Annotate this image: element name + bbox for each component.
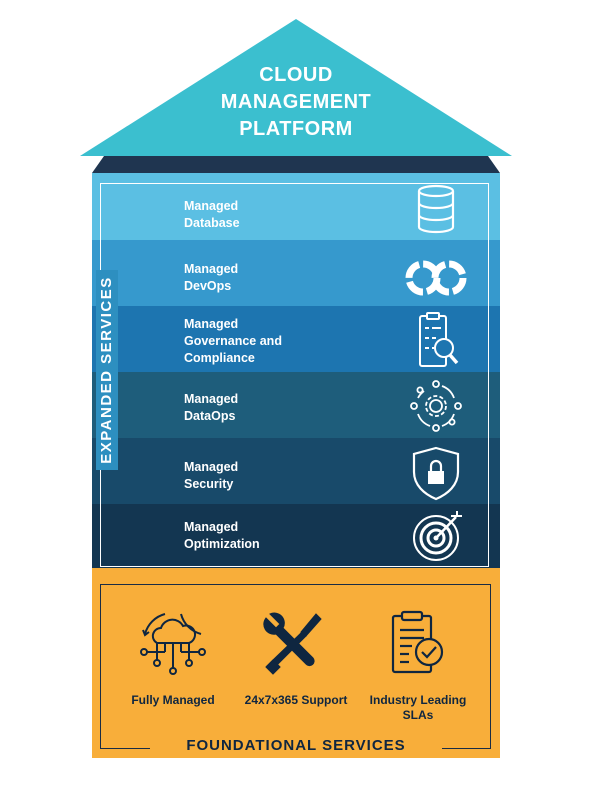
foundational-item-support: 24x7x365 Support: [228, 693, 364, 708]
band-managed-dataops: Managed DataOps: [92, 372, 500, 438]
cloud-network-icon: [140, 613, 206, 675]
band-managed-governance: Managed Governance and Compliance: [92, 306, 500, 372]
band-managed-database: Managed Database: [92, 173, 500, 240]
shield-lock-icon: [412, 446, 460, 501]
foundational-item-label: Industry Leading: [369, 693, 467, 707]
band-managed-devops: Managed DevOps: [92, 240, 500, 306]
band-label-line: Governance and: [184, 334, 282, 348]
band-label-line: Managed: [184, 520, 239, 534]
roof-triangle: [80, 19, 512, 156]
gear-cycle-icon: [410, 380, 462, 432]
band-label-line: Security: [184, 477, 234, 491]
wrench-screwdriver-icon: [263, 612, 322, 675]
band-label: Managed Security: [184, 459, 238, 493]
roof: [80, 19, 512, 173]
band-label: Managed Governance and Compliance: [184, 316, 282, 367]
band-label: Managed DevOps: [184, 261, 238, 295]
band-label-line: Database: [184, 216, 240, 230]
band-label-line: DataOps: [184, 409, 236, 423]
target-icon: [413, 511, 462, 561]
roof-title-line: MANAGEMENT: [220, 91, 372, 113]
foundational-item-fully-managed: Fully Managed: [113, 693, 233, 708]
roof-title-line: CLOUD: [259, 64, 333, 86]
band-label: Managed Database: [184, 198, 240, 232]
clipboard-magnifier-icon: [419, 312, 459, 367]
roof-eave: [92, 156, 500, 173]
band-label-line: Managed: [184, 317, 239, 331]
roof-title: CLOUD MANAGEMENT PLATFORM: [200, 62, 392, 143]
expanded-services-label: EXPANDED SERVICES: [96, 270, 118, 470]
band-managed-security: Managed Security: [92, 438, 500, 504]
foundational-services-title: FOUNDATIONAL SERVICES: [150, 735, 442, 757]
foundational-item-label: SLAs: [402, 708, 434, 722]
band-label-line: Managed: [184, 392, 239, 406]
roof-title-line: PLATFORM: [239, 118, 353, 140]
band-label-line: Managed: [184, 199, 239, 213]
foundational-item-slas: Industry Leading SLAs: [354, 693, 482, 723]
band-label-line: Optimization: [184, 537, 260, 551]
database-icon: [417, 184, 455, 234]
clipboard-check-icon: [391, 610, 444, 674]
band-label-line: Managed: [184, 262, 239, 276]
infinity-loop-icon: [405, 260, 467, 296]
band-label: Managed DataOps: [184, 391, 238, 425]
foundational-item-label: Fully Managed: [131, 693, 215, 707]
band-label: Managed Optimization: [184, 519, 260, 553]
band-label-line: Compliance: [184, 351, 255, 365]
expanded-services-frame: [100, 183, 489, 567]
band-label-line: DevOps: [184, 279, 232, 293]
foundational-item-label: 24x7x365 Support: [244, 693, 348, 707]
band-managed-optimization: Managed Optimization: [92, 504, 500, 568]
band-label-line: Managed: [184, 460, 239, 474]
